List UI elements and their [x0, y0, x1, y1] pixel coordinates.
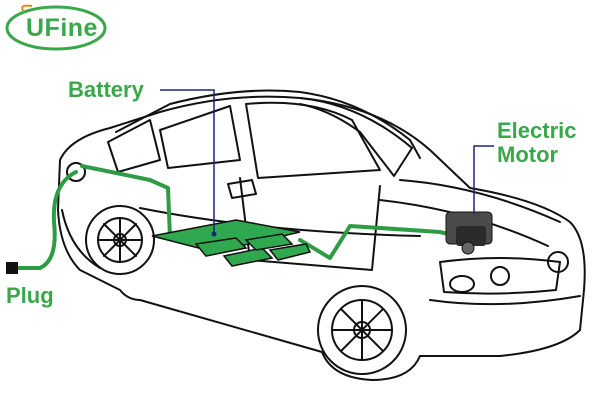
electric-motor-label: Electric Motor — [497, 119, 597, 167]
car-roof-outline — [116, 91, 420, 159]
rear-window — [108, 120, 160, 172]
plug-head — [6, 262, 18, 274]
electric-motor-icon — [446, 212, 492, 254]
wire-front — [82, 166, 200, 238]
headlight-left — [491, 267, 509, 285]
battery-leader-end — [212, 232, 217, 237]
plug-label: Plug — [6, 284, 54, 308]
motor-leader-line — [474, 146, 494, 214]
front-wheel-spokes — [332, 300, 392, 360]
front-bumper — [430, 296, 580, 304]
battery-label: Battery — [68, 78, 144, 102]
plug-cable — [16, 172, 76, 268]
rear-wheel-spokes — [98, 218, 142, 262]
fog-lamp — [450, 276, 474, 292]
side-window-rear — [160, 106, 240, 168]
